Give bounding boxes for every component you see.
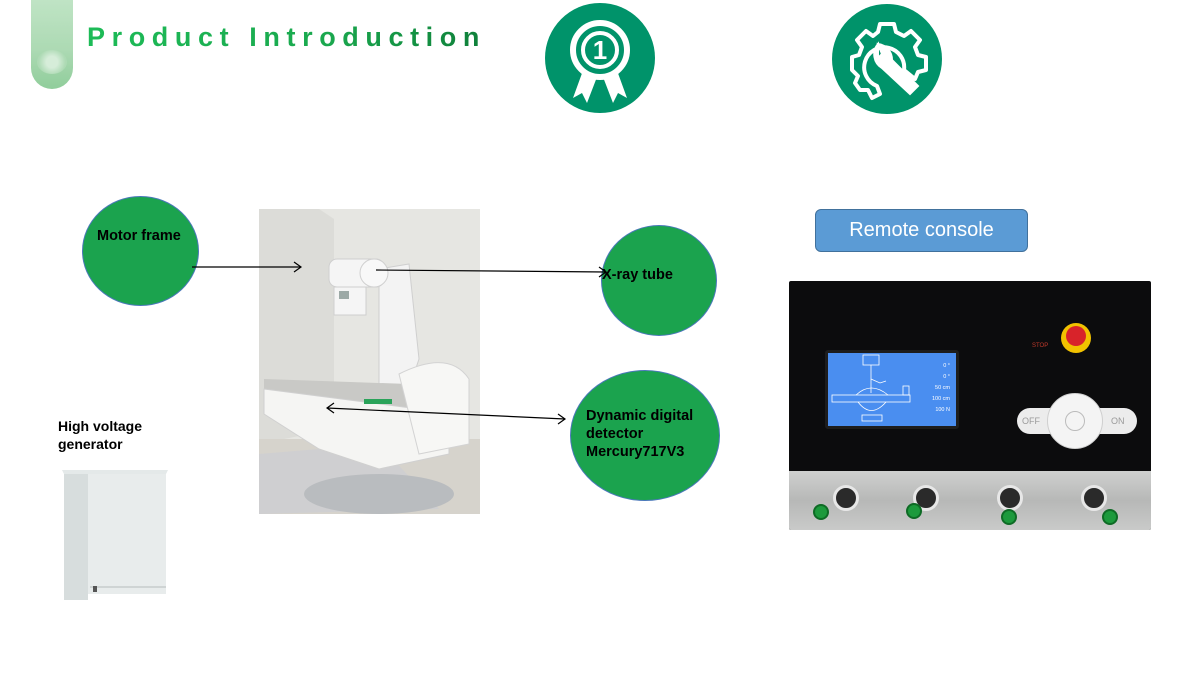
joystick-4-cap[interactable] [1102,509,1118,525]
emergency-stop-button[interactable] [1061,323,1091,353]
x-ray-machine-photo [259,209,480,514]
remote-console-button[interactable]: Remote console [815,209,1028,252]
remote-console-photo: 0 ° 0 ° 50 cm 100 cm 100 N STOP OFF ON [789,281,1151,530]
generator-label: High voltage generator [58,417,142,453]
lcd-value-1: 0 ° [943,363,950,369]
motor-frame-bubble: Motor frame [82,196,199,306]
x-ray-tube-arrow [375,269,607,273]
high-voltage-generator-image [60,468,168,602]
detector-arrow [326,407,566,420]
joystick-2-cap[interactable] [906,503,922,519]
motor-frame-label: Motor frame [97,228,181,244]
joystick-1[interactable] [833,485,859,511]
lcd-value-5: 100 N [935,407,950,413]
center-button[interactable] [1065,411,1085,431]
generator-label-line-2: generator [58,436,123,452]
lcd-screen: 0 ° 0 ° 50 cm 100 cm 100 N [825,350,959,429]
gear-wrench-icon [832,4,942,114]
detector-label-line-1: Dynamic digital [586,408,694,424]
joystick-panel [789,471,1151,530]
stop-label: STOP [1032,343,1049,349]
x-ray-tube-label: X-ray tube [602,267,673,283]
detector-label-line-3: Mercury717V3 [586,444,685,460]
lcd-value-2: 0 ° [943,374,950,380]
header-decoration [31,0,73,89]
off-button[interactable]: OFF [1022,416,1040,426]
joystick-1-cap[interactable] [813,504,829,520]
detector-label-line-2: detector [586,426,644,442]
detector-bubble: Dynamic digital detector Mercury717V3 [570,370,720,501]
on-button[interactable]: ON [1111,416,1125,426]
lcd-value-3: 50 cm [935,385,950,391]
page-title: Product Introduction [87,22,486,52]
joystick-4[interactable] [1081,485,1107,511]
badge-number: 1 [593,35,607,65]
lcd-value-4: 100 cm [931,396,950,402]
generator-label-line-1: High voltage [58,418,143,434]
joystick-3-cap[interactable] [1001,509,1017,525]
award-ribbon-icon: 1 [545,3,655,113]
joystick-3[interactable] [997,485,1023,511]
x-ray-tube-bubble: X-ray tube [601,225,717,336]
